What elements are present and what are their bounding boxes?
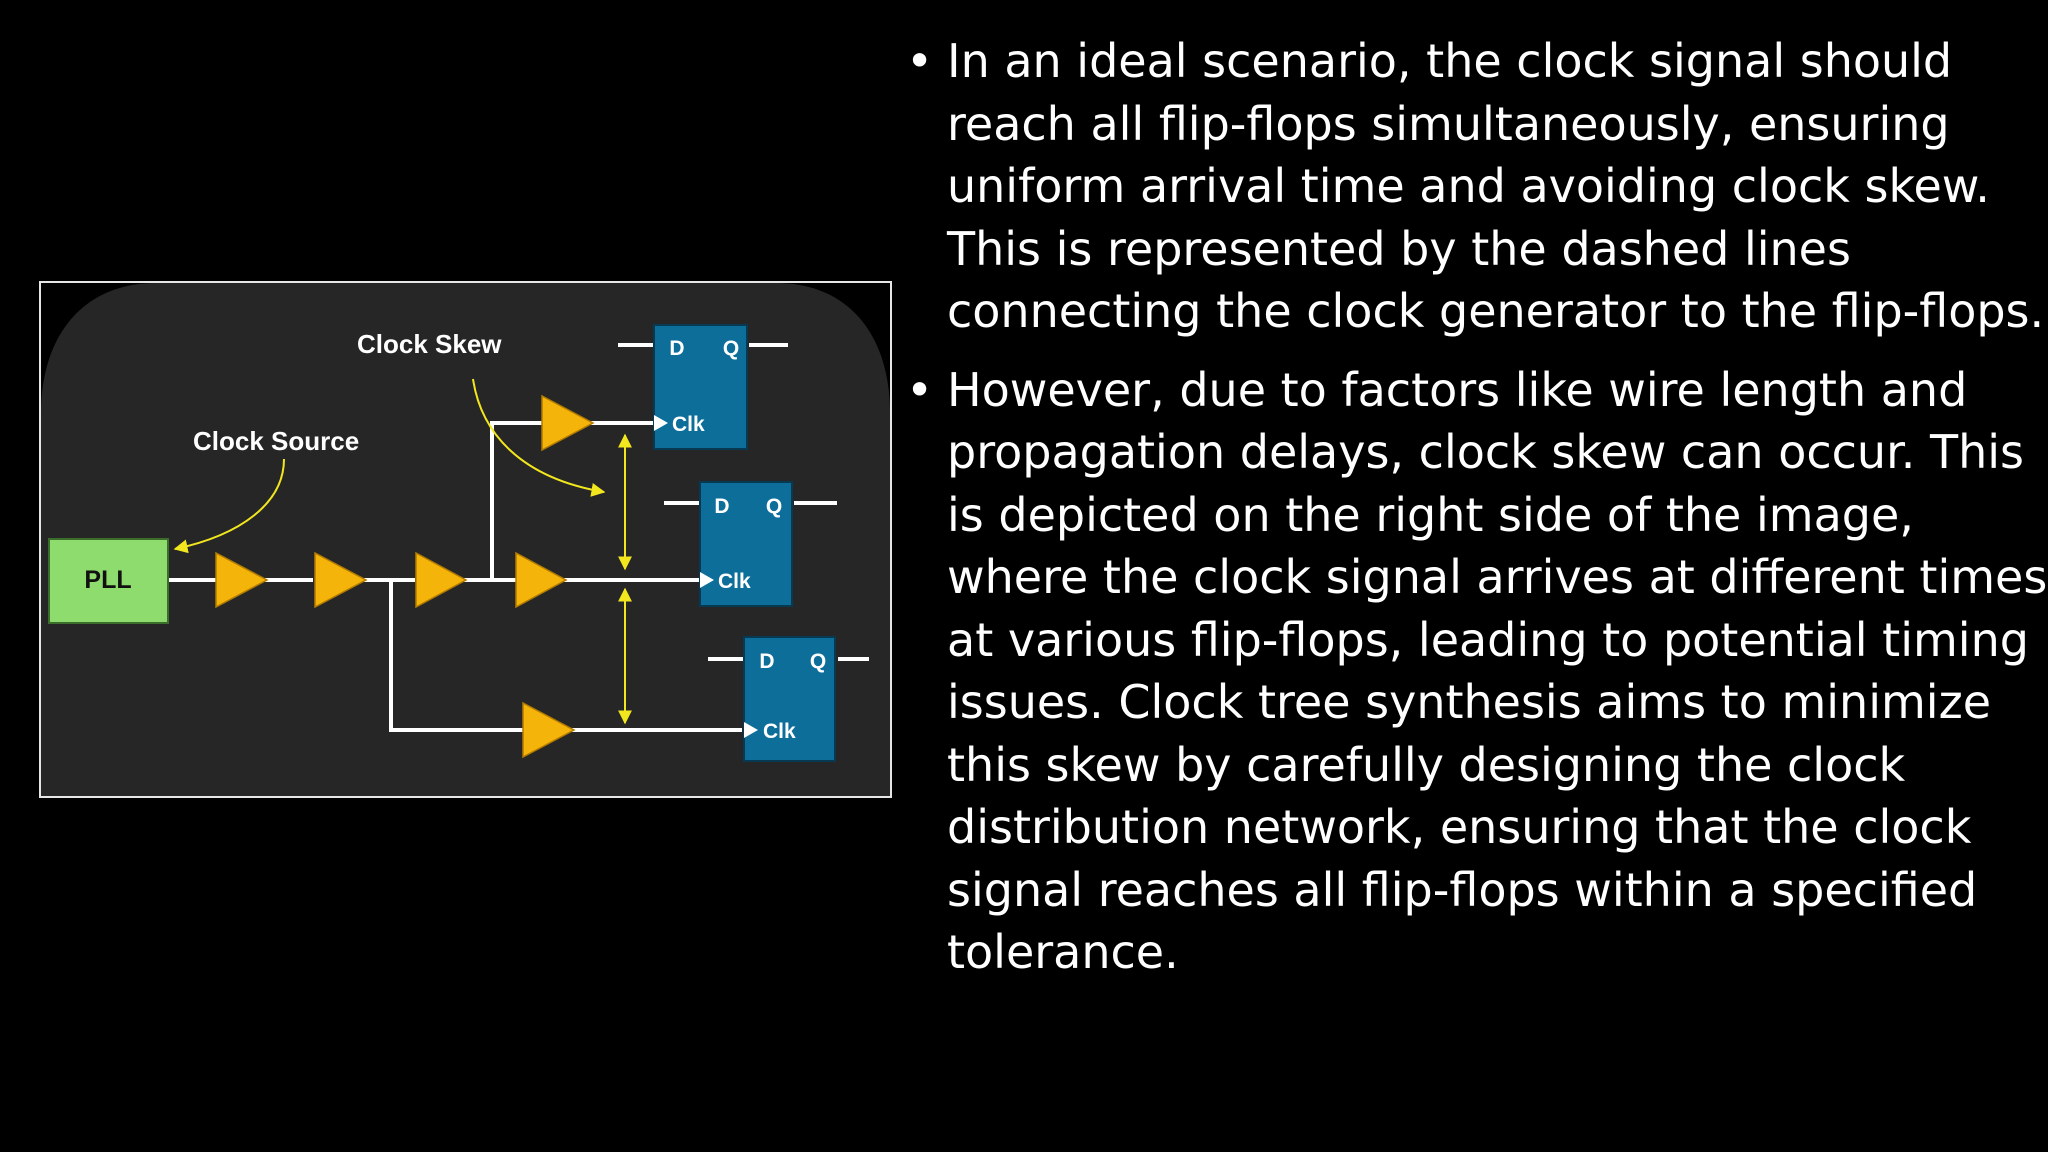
flipflop-2-clk: Clk xyxy=(718,570,751,593)
clock-source-label: Clock Source xyxy=(193,426,359,456)
buffer-1 xyxy=(215,551,269,609)
bullet-list: •In an ideal scenario, the clock signal … xyxy=(906,30,2048,1000)
pll-label: PLL xyxy=(84,566,131,594)
diagram-canvas: PLL D Q Clk D Q Clk D Q xyxy=(41,283,890,796)
clock-skew-label: Clock Skew xyxy=(357,329,502,359)
flipflop-3-clk-marker xyxy=(744,722,758,738)
flipflop-1-q: Q xyxy=(723,337,739,360)
flipflop-1: D Q Clk xyxy=(653,324,748,450)
bullet-text-ideal: In an ideal scenario, the clock signal s… xyxy=(947,34,2045,338)
bullet-text-skew: However, due to factors like wire length… xyxy=(947,362,2048,980)
clock-wires xyxy=(169,343,869,732)
flipflop-2: D Q Clk xyxy=(699,481,793,607)
bullet-item-skew: •However, due to factors like wire lengt… xyxy=(906,359,2048,984)
flipflop-2-q: Q xyxy=(766,495,782,518)
flipflop-1-clk: Clk xyxy=(672,413,705,436)
flipflop-3-d: D xyxy=(759,650,774,673)
flipflop-2-clk-marker xyxy=(700,572,714,588)
clock-skew-pointer xyxy=(472,378,606,497)
bullet-item-ideal: •In an ideal scenario, the clock signal … xyxy=(906,30,2048,343)
clock-buffers xyxy=(215,394,595,759)
flipflop-1-d: D xyxy=(669,337,684,360)
buffer-2 xyxy=(314,551,368,609)
flipflop-3-clk: Clk xyxy=(763,720,796,743)
flipflop-1-clk-marker xyxy=(654,415,668,431)
skew-annotations xyxy=(173,378,632,725)
pll-block: PLL xyxy=(48,538,169,624)
clock-source-pointer xyxy=(173,458,285,554)
flipflop-3-q: Q xyxy=(810,650,826,673)
flipflop-3: D Q Clk xyxy=(743,636,836,762)
buffer-3 xyxy=(415,551,468,609)
buffer-bottom xyxy=(522,701,576,759)
buffer-top xyxy=(541,394,595,452)
buffer-mid xyxy=(515,551,568,609)
bullet-dot: • xyxy=(906,362,934,417)
bullet-dot: • xyxy=(906,34,934,88)
flipflop-2-d: D xyxy=(714,495,729,518)
clock-skew-diagram: PLL D Q Clk D Q Clk D Q xyxy=(39,281,892,798)
